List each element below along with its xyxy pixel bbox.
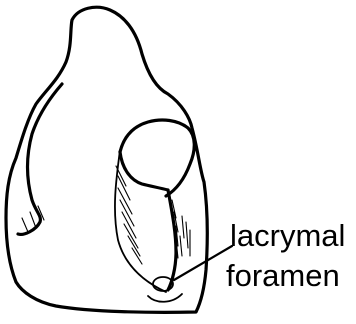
- label-pointer-line: [174, 246, 232, 280]
- bone-outline: [6, 7, 207, 312]
- upper-knob-contour: [120, 120, 194, 196]
- label-line-2: foramen: [226, 258, 340, 293]
- inner-face-left-edge: [120, 152, 168, 190]
- shading-hatch: [22, 166, 190, 264]
- inner-face-bottom: [115, 150, 166, 292]
- label-line-1: lacrymal: [230, 218, 345, 253]
- inner-face-ridge: [168, 190, 176, 290]
- foramen-rim: [148, 294, 182, 302]
- bone-illustration: [6, 7, 207, 312]
